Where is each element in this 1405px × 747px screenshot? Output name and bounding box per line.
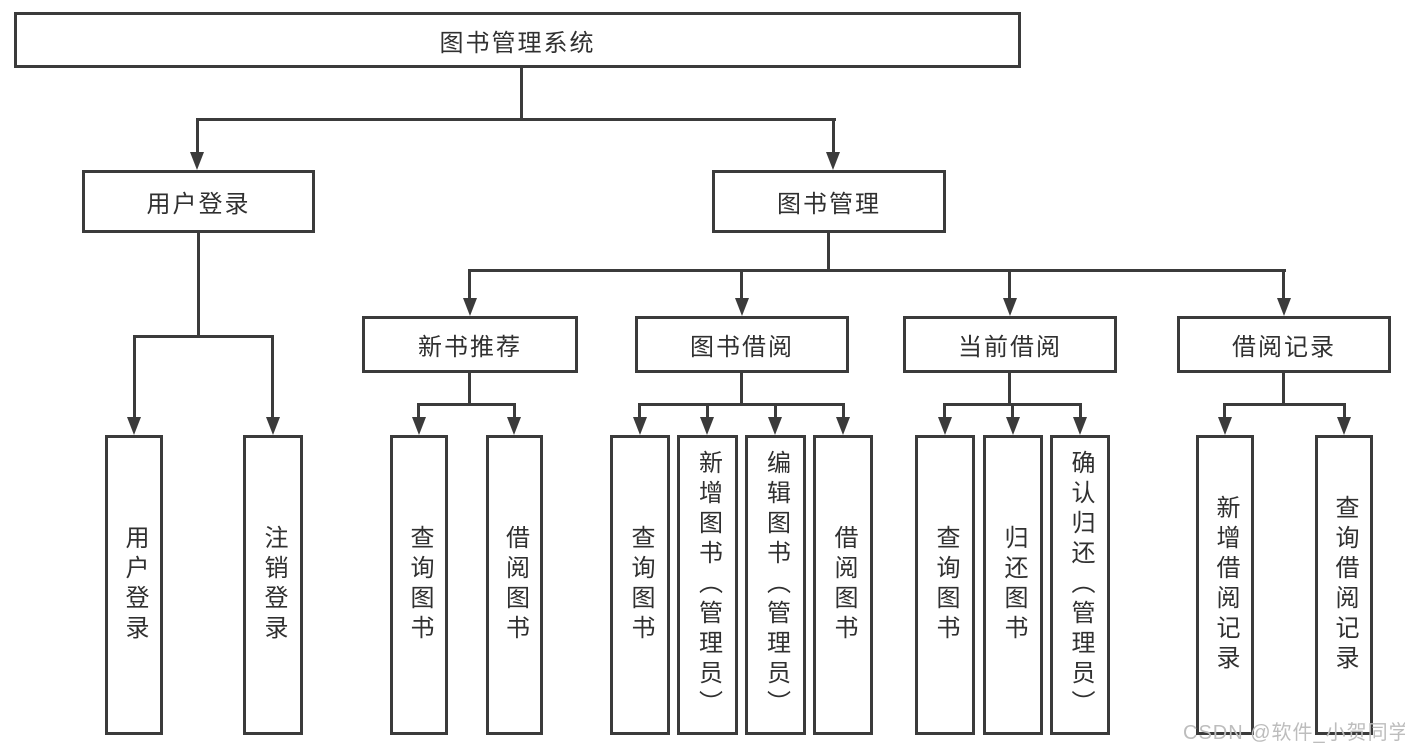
leaf-confirm-return-admin: 确认归还（管理员） xyxy=(1050,435,1110,735)
connector-borrow-records-drop xyxy=(1282,269,1285,300)
connector-leaf-drop xyxy=(1079,403,1082,419)
node-label: 图书管理系统 xyxy=(439,29,596,57)
connector-current-borrow-trunk xyxy=(1008,373,1011,405)
arrowhead-leaf xyxy=(700,417,714,435)
connector-level2-horizontal xyxy=(196,118,836,121)
node-label: 查询借阅记录 xyxy=(1331,495,1358,675)
connector-leaf-drop xyxy=(774,403,777,419)
node-new-book-recommend: 新书推荐 xyxy=(362,316,578,373)
arrowhead-user-login xyxy=(190,152,204,170)
connector-user-login-horizontal xyxy=(133,335,274,338)
leaf-edit-book-admin: 编辑图书（管理员） xyxy=(745,435,806,735)
arrowhead-leaf xyxy=(938,417,952,435)
leaf-query-book-current: 查询图书 xyxy=(915,435,975,735)
connector-book-borrow-drop xyxy=(740,269,743,300)
connector-leaf-drop xyxy=(417,403,420,419)
connector-new-book-drop xyxy=(468,269,471,300)
connector-user-login-trunk xyxy=(197,233,200,337)
node-label: 用户登录 xyxy=(146,191,251,218)
arrowhead-leaf xyxy=(412,417,426,435)
leaf-query-book-borrow: 查询图书 xyxy=(610,435,670,735)
connector-level3-horizontal xyxy=(468,269,1286,272)
node-borrow-records: 借阅记录 xyxy=(1177,316,1391,373)
leaf-add-book-admin: 新增图书（管理员） xyxy=(677,435,738,735)
connector-user-login-drop xyxy=(196,118,199,154)
arrowhead-leaf xyxy=(633,417,647,435)
leaf-return-book: 归还图书 xyxy=(983,435,1043,735)
connector-new-book-trunk xyxy=(468,373,471,405)
node-label: 查询图书 xyxy=(627,525,654,645)
leaf-query-book-recommend: 查询图书 xyxy=(390,435,448,735)
leaf-add-borrow-record: 新增借阅记录 xyxy=(1196,435,1254,735)
arrowhead-leaf-logout xyxy=(266,417,280,435)
node-label: 查询图书 xyxy=(406,525,433,645)
connector-leaf-user-login-drop xyxy=(133,335,136,419)
node-label: 借阅图书 xyxy=(501,525,529,645)
node-label: 编辑图书（管理员） xyxy=(762,450,790,720)
connector-current-borrow-drop xyxy=(1008,269,1011,300)
arrowhead-leaf xyxy=(768,417,782,435)
connector-book-borrow-children-horizontal xyxy=(638,403,845,406)
node-label: 归还图书 xyxy=(1000,525,1027,645)
leaf-user-login: 用户登录 xyxy=(105,435,163,735)
node-book-management: 图书管理 xyxy=(712,170,946,233)
leaf-borrow-book-recommend: 借阅图书 xyxy=(486,435,543,735)
connector-leaf-drop xyxy=(638,403,641,419)
arrowhead-new-book xyxy=(463,298,477,316)
node-label: 图书管理 xyxy=(777,191,881,218)
node-label: 用户登录 xyxy=(121,525,148,645)
leaf-query-borrow-record: 查询借阅记录 xyxy=(1315,435,1373,735)
node-label: 图书借阅 xyxy=(690,334,794,361)
connector-borrow-records-children-horizontal xyxy=(1223,403,1346,406)
leaf-borrow-book: 借阅图书 xyxy=(813,435,873,735)
node-label: 借阅记录 xyxy=(1232,334,1336,361)
node-label: 查询图书 xyxy=(932,525,959,645)
connector-book-mgmt-trunk xyxy=(827,233,830,272)
arrowhead-current-borrow xyxy=(1003,298,1017,316)
node-label: 新增借阅记录 xyxy=(1212,495,1239,675)
arrowhead-borrow-records xyxy=(1277,298,1291,316)
arrowhead-leaf xyxy=(1073,417,1087,435)
connector-borrow-records-trunk xyxy=(1282,373,1285,405)
connector-leaf-drop xyxy=(706,403,709,419)
connector-leaf-logout-drop xyxy=(271,335,274,419)
connector-book-borrow-trunk xyxy=(740,373,743,405)
node-label: 确认归还（管理员） xyxy=(1067,450,1094,720)
connector-new-book-children-horizontal xyxy=(417,403,516,406)
connector-root-trunk xyxy=(520,68,523,120)
csdn-watermark: CSDN @软件_小贺同学 xyxy=(1183,722,1405,744)
node-label: 借阅图书 xyxy=(830,525,857,645)
leaf-logout: 注销登录 xyxy=(243,435,303,735)
node-label: 注销登录 xyxy=(260,525,287,645)
node-label: 新增图书（管理员） xyxy=(694,450,722,720)
connector-leaf-drop xyxy=(513,403,516,419)
node-label: 当前借阅 xyxy=(958,334,1062,361)
node-library-management-system: 图书管理系统 xyxy=(14,12,1021,68)
node-user-login: 用户登录 xyxy=(82,170,315,233)
connector-leaf-drop xyxy=(943,403,946,419)
connector-leaf-drop xyxy=(1223,403,1226,419)
arrowhead-leaf xyxy=(507,417,521,435)
connector-leaf-drop xyxy=(1343,403,1346,419)
arrowhead-book-borrow xyxy=(735,298,749,316)
arrowhead-leaf xyxy=(1337,417,1351,435)
node-current-borrow: 当前借阅 xyxy=(903,316,1117,373)
arrowhead-leaf-user-login xyxy=(127,417,141,435)
arrowhead-book-mgmt xyxy=(826,152,840,170)
arrowhead-leaf xyxy=(1218,417,1232,435)
connector-leaf-drop xyxy=(1011,403,1014,419)
node-label: 新书推荐 xyxy=(418,334,522,361)
connector-leaf-drop xyxy=(842,403,845,419)
connector-book-mgmt-drop xyxy=(832,118,835,154)
node-book-borrow: 图书借阅 xyxy=(635,316,849,373)
arrowhead-leaf xyxy=(836,417,850,435)
arrowhead-leaf xyxy=(1006,417,1020,435)
